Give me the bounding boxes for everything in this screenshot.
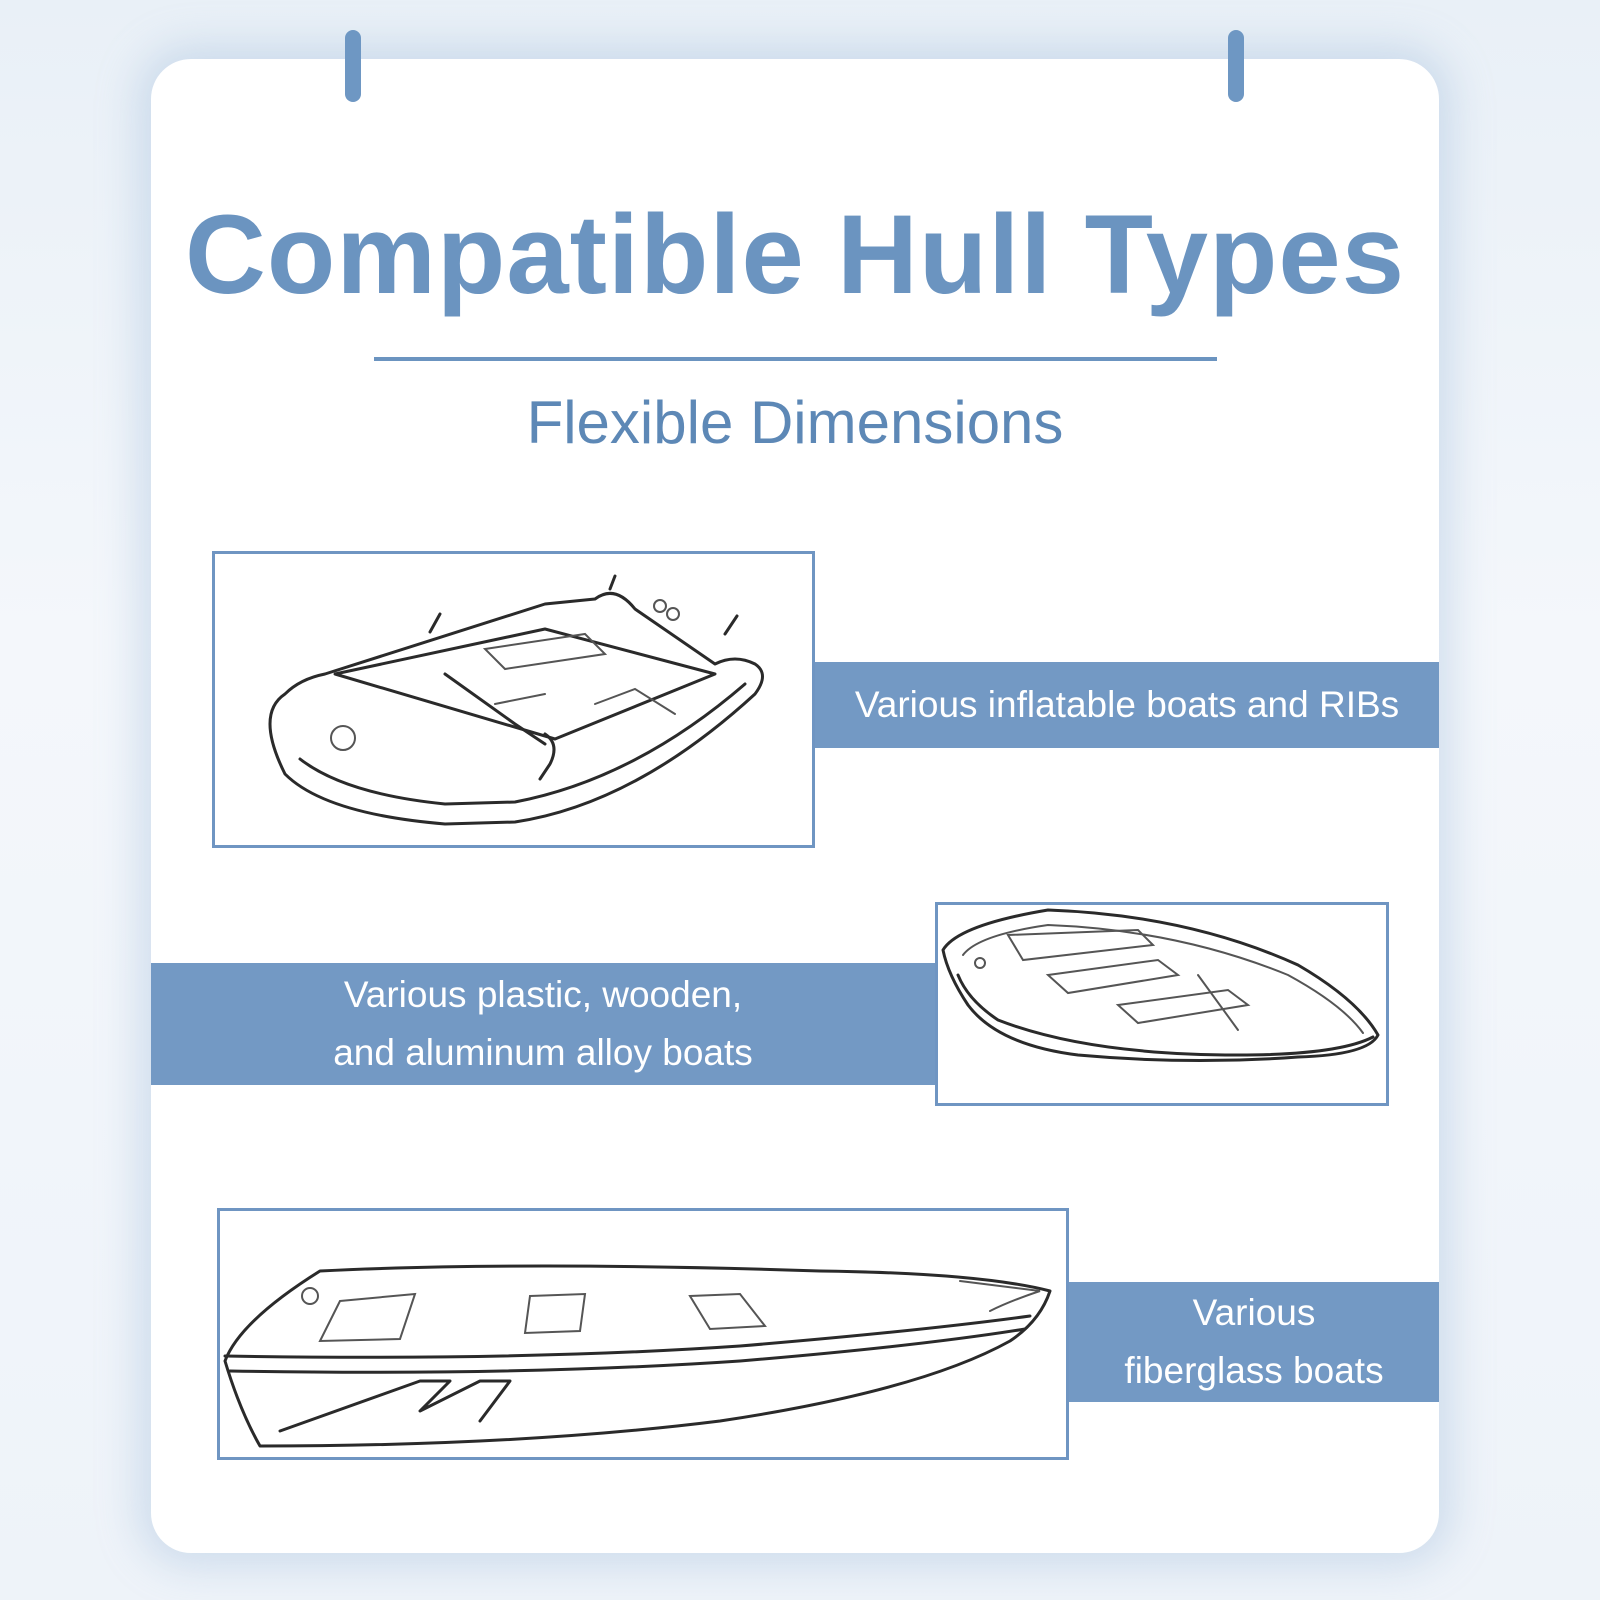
hull-type-label-plastic-wooden-aluminum: Various plastic, wooden, and aluminum al… xyxy=(151,963,935,1085)
fiberglass-boat-frame xyxy=(217,1208,1069,1460)
hull-type-label-line: and aluminum alloy boats xyxy=(333,1032,753,1073)
page-title: Compatible Hull Types xyxy=(185,192,1405,317)
hanging-hook-left xyxy=(345,30,361,102)
rowboat-frame xyxy=(935,902,1389,1106)
hanging-hook-right xyxy=(1228,30,1244,102)
hull-type-label-line: Various inflatable boats and RIBs xyxy=(854,684,1400,725)
hull-type-label-line: Various plastic, wooden, xyxy=(343,974,743,1015)
hull-type-label-line: fiberglass boats xyxy=(1124,1350,1384,1391)
rowboat-icon xyxy=(941,908,1380,1063)
fiberglass-boat-icon xyxy=(223,1264,1052,1448)
hull-type-label-inflatable: Various inflatable boats and RIBs xyxy=(815,662,1439,748)
inflatable-boat-frame xyxy=(212,551,815,848)
hull-type-label-line: Various xyxy=(1192,1292,1316,1333)
inflatable-boat-icon xyxy=(268,574,764,826)
page-subtitle: Flexible Dimensions xyxy=(526,389,1064,456)
title-divider xyxy=(374,357,1217,361)
hull-type-label-fiberglass: Various fiberglass boats xyxy=(1069,1282,1439,1402)
